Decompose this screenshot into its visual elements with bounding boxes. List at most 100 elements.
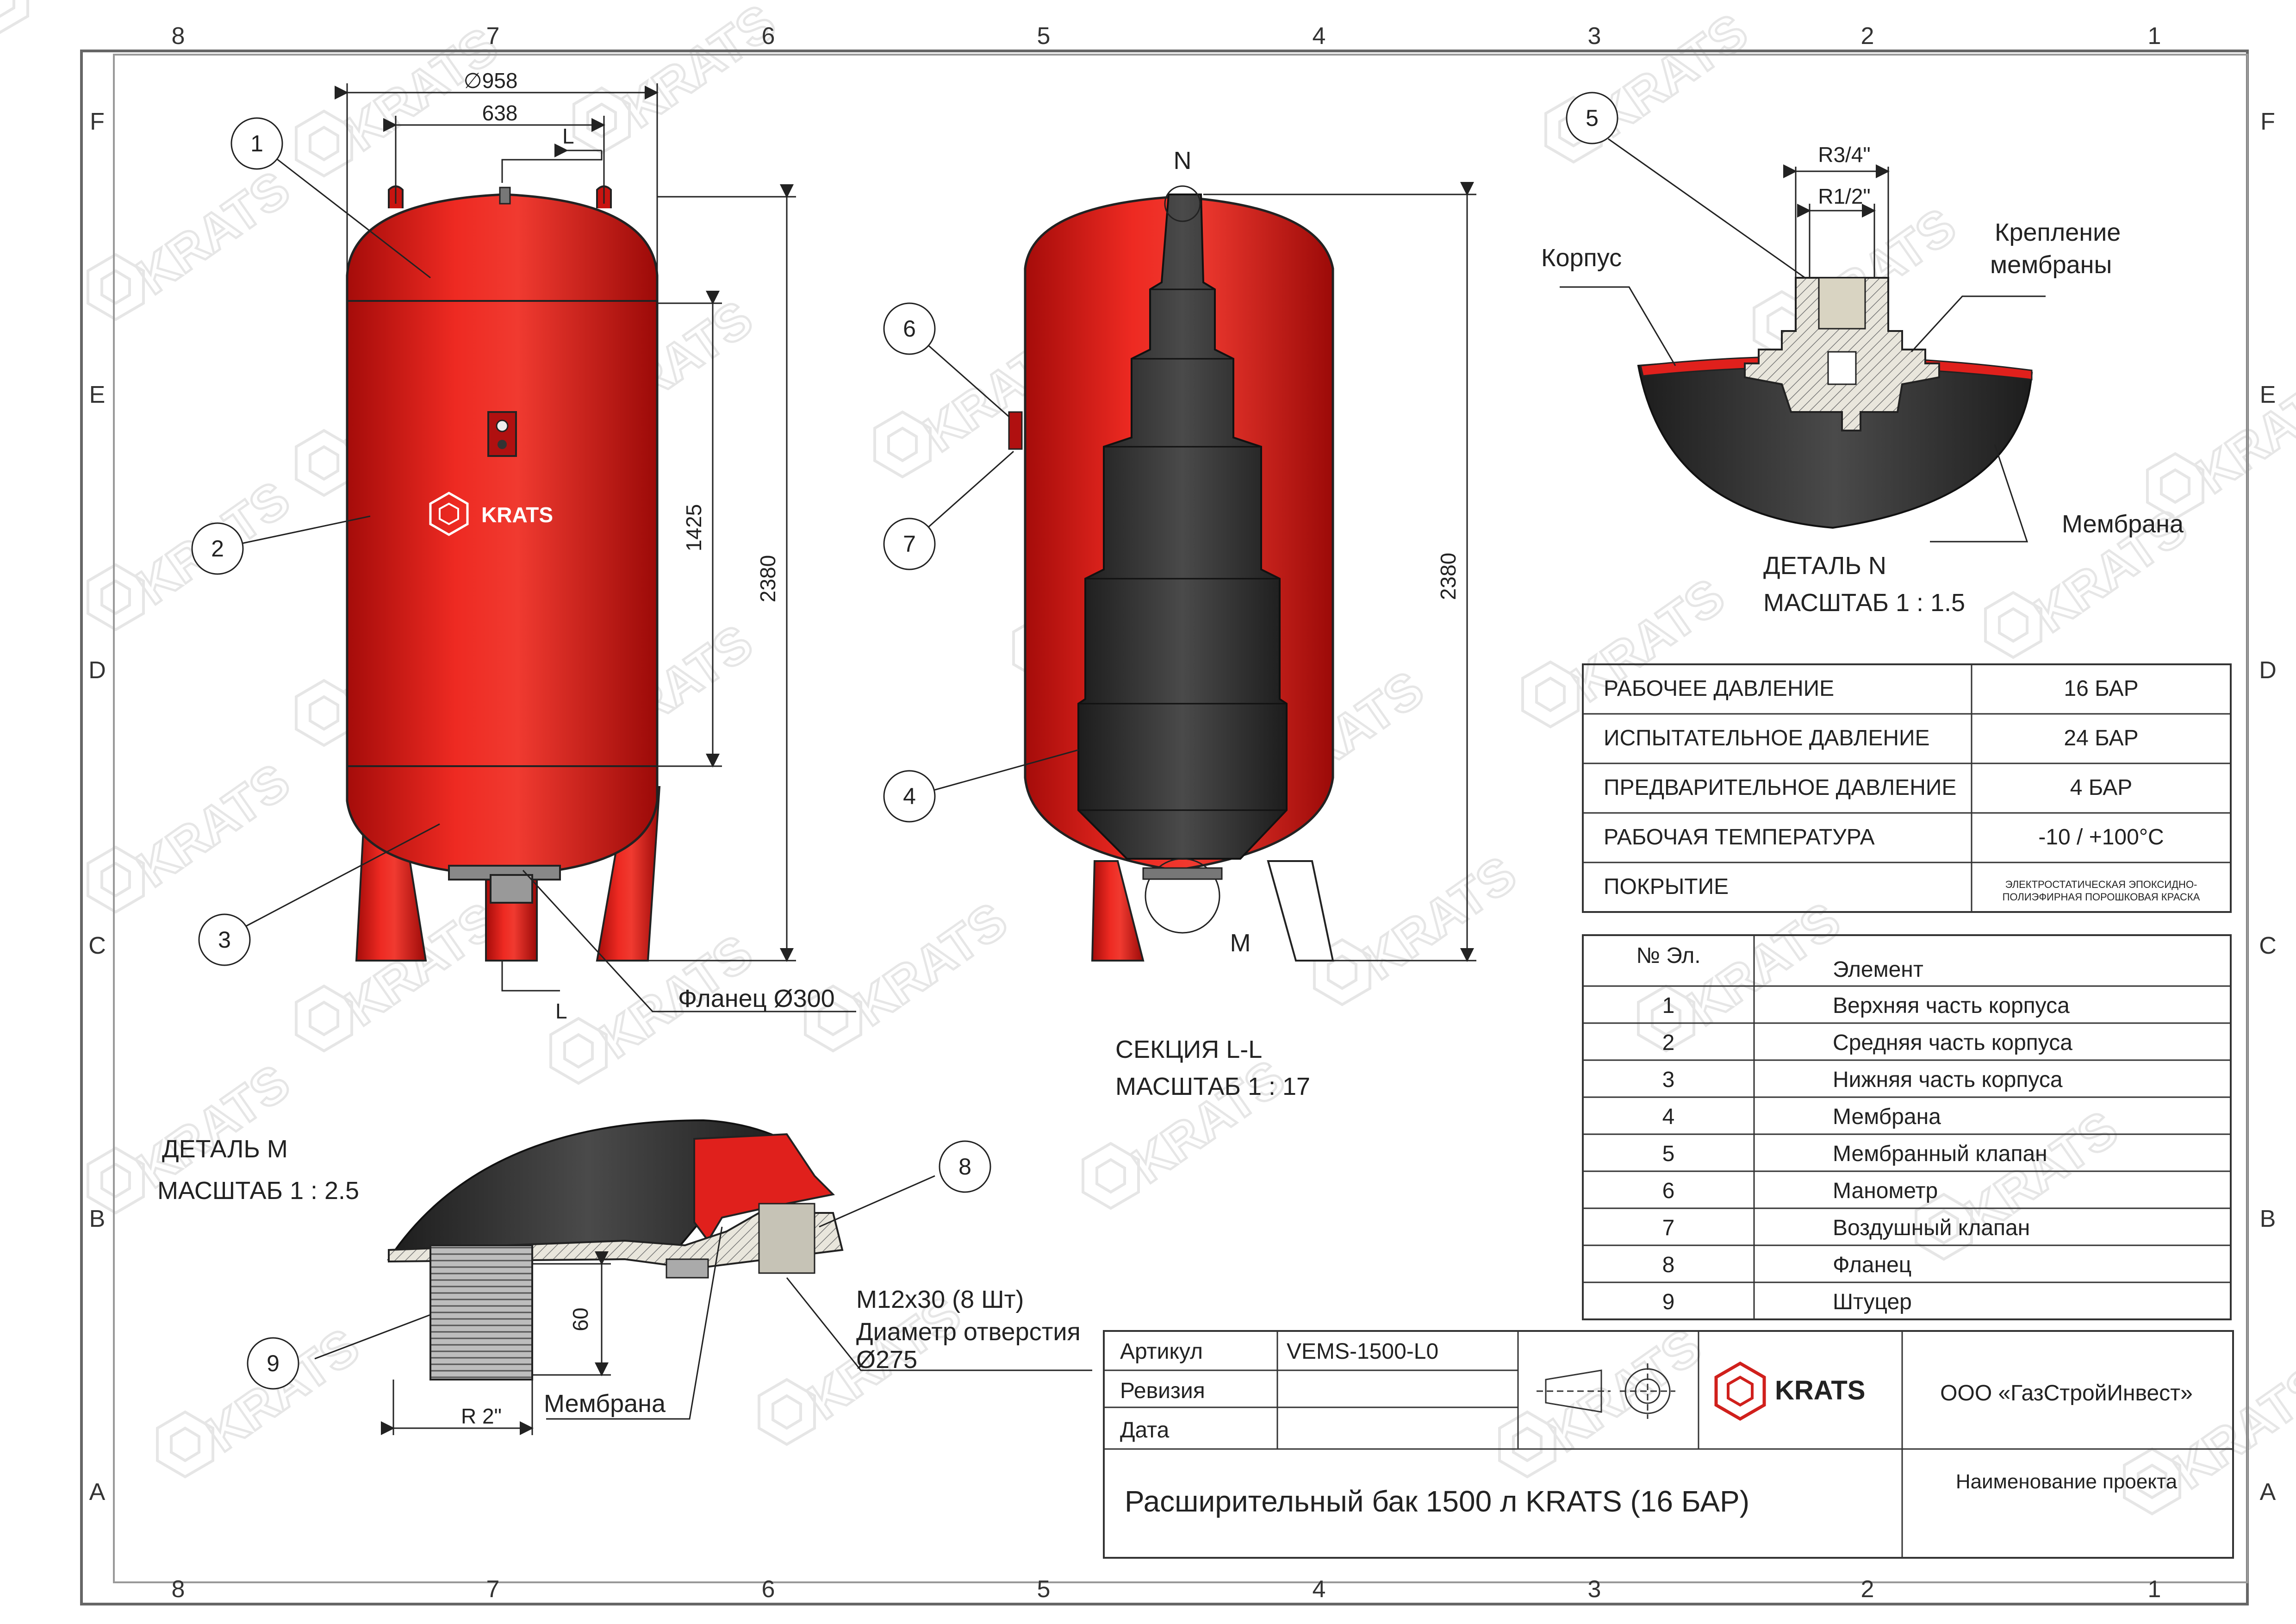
section-mark-bottom: L [555, 999, 567, 1023]
spec-name: ИСПЫТАТЕЛЬНОЕ ДАВЛЕНИЕ [1604, 726, 1930, 750]
callout-balloon [247, 1337, 299, 1390]
spec-value: ПОЛИЭФИРНАЯ ПОРОШКОВАЯ КРАСКА [2003, 891, 2200, 903]
zone-col-label: 2 [1861, 1576, 1874, 1603]
label-membrana-m: Мембрана [544, 1390, 666, 1418]
watermark-text: KRATS [1353, 845, 1526, 990]
sheet-frame [80, 50, 2249, 1605]
gauge-box [487, 411, 517, 457]
part-number: 1 [1662, 993, 1675, 1018]
label-bolt: M12x30 (8 Шт) [856, 1286, 1024, 1313]
dim-r12: R1/2" [1818, 184, 1871, 208]
label-kreplenie-1: Крепление [1995, 219, 2121, 246]
callout-balloon [939, 1140, 991, 1193]
tank-logo-text: KRATS [481, 503, 553, 527]
watermark-text: KRATS [612, 0, 785, 139]
tb-article-label: Артикул [1120, 1339, 1203, 1364]
zone-col-label: 5 [1037, 23, 1051, 50]
callout-balloon [1566, 92, 1618, 144]
section-scale: МАСШТАБ 1 : 17 [1115, 1073, 1310, 1100]
watermark-icon [2123, 1447, 2181, 1516]
watermark-text: KRATS [126, 160, 299, 305]
dim-r34: R3/4" [1818, 143, 1871, 167]
part-number: 6 [1662, 1179, 1675, 1203]
callout-balloon [883, 302, 936, 355]
callout-balloon [883, 518, 936, 570]
section-title: СЕКЦИЯ L-L [1115, 1036, 1262, 1063]
spec-name: РАБОЧЕЕ ДАВЛЕНИЕ [1604, 676, 1834, 701]
detail-n: R3/4" R1/2" Корпус Крепление мембраны Ме… [1541, 138, 2184, 617]
label-korpus: Корпус [1541, 244, 1622, 272]
watermark-text: KRATS [844, 892, 1017, 1037]
tb-article-value: VEMS-1500-L0 [1287, 1339, 1438, 1364]
watermark-icon [295, 109, 353, 178]
zone-row-label: F [90, 108, 105, 135]
watermark-icon [87, 845, 145, 914]
part-name: Штуцер [1833, 1290, 1912, 1314]
watermark-icon [1637, 984, 1695, 1053]
callout-balloon [191, 522, 244, 575]
part-number: 3 [1662, 1068, 1675, 1092]
zone-col-label: 8 [172, 23, 185, 50]
callout-number: 8 [958, 1154, 971, 1180]
zone-row-label: A [2260, 1479, 2276, 1505]
label-kreplenie-2: мембраны [1990, 251, 2112, 279]
detail-m: 60 R 2" Мембрана M12x30 (8 Шт) Диаметр о… [157, 1119, 1092, 1435]
part-name: Воздушный клапан [1833, 1216, 2030, 1240]
zone-col-label: 8 [172, 1576, 185, 1603]
dim-1425: 1425 [682, 504, 706, 551]
zone-col-label: 4 [1313, 23, 1326, 50]
zone-col-label: 7 [486, 1576, 500, 1603]
dim-r2: R 2" [461, 1404, 502, 1428]
part-number: 7 [1662, 1216, 1675, 1240]
detail-n-title: ДЕТАЛЬ N [1763, 552, 1886, 580]
zone-col-label: 6 [762, 23, 775, 50]
watermark-icon [2146, 452, 2204, 520]
tb-logo: KRATS [1714, 1361, 1865, 1421]
part-name: Средняя часть корпуса [1833, 1031, 2072, 1055]
part-name: Манометр [1833, 1179, 1938, 1203]
watermark-icon [758, 1378, 816, 1446]
zone-row-label: E [89, 381, 106, 408]
callout-balloon [198, 913, 251, 966]
zone-row-label: B [2260, 1206, 2276, 1232]
watermark-icon [1915, 1193, 1973, 1261]
zone-row-label: C [2259, 932, 2277, 959]
callout-number: 7 [903, 531, 916, 557]
watermark-icon [87, 1146, 145, 1215]
membrane-body [1077, 194, 1288, 860]
watermark-text: KRATS [126, 753, 299, 898]
krats-logo-icon [1714, 1361, 1766, 1421]
tb-title: Расширительный бак 1500 л KRATS (16 БАР) [1125, 1485, 1749, 1518]
part-name: Фланец [1833, 1253, 1911, 1277]
callout-balloon [230, 117, 283, 170]
dim-2380-front: 2380 [756, 555, 780, 602]
callout-number: 9 [267, 1350, 280, 1376]
label-membrana-n: Мембрана [2062, 510, 2184, 538]
watermark-icon [1521, 660, 1580, 729]
dim-2380-section: 2380 [1436, 553, 1460, 600]
front-view: KRATS ∅958 638 1425 2380 L L Фланец Ø [335, 69, 856, 1023]
watermark-icon [549, 1017, 608, 1085]
watermark-text: KRATS [1121, 1049, 1294, 1194]
spec-value: 4 БАР [2070, 775, 2133, 800]
spec-value: 24 БАР [2064, 726, 2138, 750]
callout-number: 5 [1586, 105, 1599, 131]
watermark-text: KRATS [2163, 1355, 2296, 1499]
zone-row-label: C [88, 932, 106, 959]
zone-col-label: 1 [2148, 1576, 2161, 1603]
callout-balloon [883, 770, 936, 823]
zone-col-label: 4 [1313, 1576, 1326, 1603]
tb-brand: KRATS [1775, 1375, 1865, 1405]
zone-row-label: A [89, 1479, 106, 1505]
tb-revision-label: Ревизия [1120, 1379, 1205, 1403]
zone-row-label: E [2260, 381, 2276, 408]
title-block: Артикул VEMS-1500-L0 Ревизия Дата KRATS … [1103, 1330, 2234, 1559]
watermark-icon [295, 984, 353, 1053]
